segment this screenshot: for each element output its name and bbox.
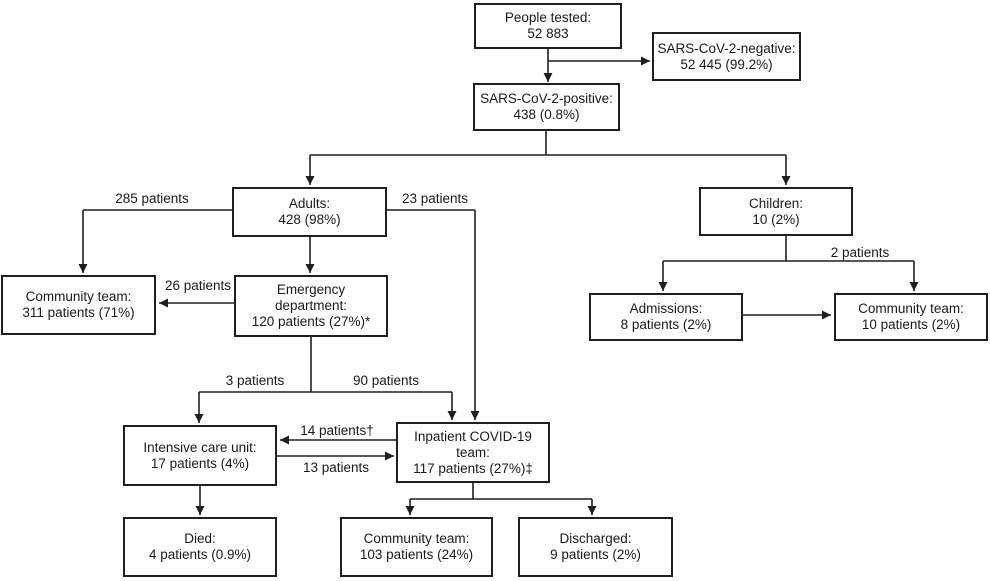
- node-value: 52 883: [527, 26, 569, 41]
- edge-label-13-patients: 13 patients: [302, 460, 370, 475]
- node-sars-cov-2-negative: SARS-CoV-2-negative: 52 445 (99.2%): [652, 32, 801, 81]
- node-label: People tested:: [504, 10, 592, 25]
- node-label: Died:: [184, 531, 216, 546]
- node-value: 4 patients (0.9%): [148, 547, 252, 562]
- edge-label-23-patients: 23 patients: [401, 191, 469, 206]
- node-label: Admissions:: [629, 301, 703, 316]
- node-label: Discharged:: [559, 531, 632, 546]
- node-value: 52 445 (99.2%): [680, 56, 773, 72]
- node-sars-cov-2-positive: SARS-CoV-2-positive: 438 (0.8%): [473, 83, 620, 131]
- node-value: 103 patients (24%): [359, 547, 474, 562]
- node-value: 120 patients (27%)*: [251, 314, 371, 329]
- node-value: 117 patients (27%)‡: [413, 460, 533, 476]
- node-community-team-adults: Community team: 311 patients (71%): [1, 275, 156, 335]
- node-people-tested: People tested: 52 883: [474, 3, 622, 49]
- connector-lines: [83, 131, 914, 500]
- edge-label-3-patients: 3 patients: [225, 373, 285, 388]
- node-label: Community team:: [25, 289, 132, 304]
- node-value: 8 patients (2%): [620, 317, 712, 332]
- edge-label-285-patients: 285 patients: [115, 191, 189, 206]
- node-label: SARS-CoV-2-negative:: [657, 40, 796, 56]
- node-died: Died: 4 patients (0.9%): [123, 517, 277, 577]
- node-label: Inpatient COVID-19: [414, 428, 532, 444]
- edge-label-2-patients: 2 patients: [830, 245, 890, 260]
- node-children: Children: 10 (2%): [699, 187, 853, 236]
- node-adults: Adults: 428 (98%): [232, 187, 387, 237]
- node-label: team:: [456, 444, 490, 460]
- node-admissions: Admissions: 8 patients (2%): [589, 293, 743, 341]
- node-label: Community team:: [858, 301, 964, 316]
- node-value: 10 (2%): [752, 211, 800, 227]
- node-community-team-children: Community team: 10 patients (2%): [834, 293, 988, 341]
- node-label: Intensive care unit:: [143, 439, 257, 455]
- edge-label-14-patients: 14 patients†: [300, 423, 374, 438]
- edge-label-26-patients: 26 patients: [164, 278, 232, 293]
- node-emergency-department: Emergency department: 120 patients (27%)…: [234, 275, 388, 337]
- node-value: 428 (98%): [278, 212, 341, 227]
- node-label: department:: [274, 298, 348, 313]
- node-intensive-care-unit: Intensive care unit: 17 patients (4%): [123, 425, 277, 486]
- node-value: 438 (0.8%): [513, 107, 580, 122]
- node-community-team-inpatient: Community team: 103 patients (24%): [340, 517, 493, 577]
- node-value: 311 patients (71%): [22, 305, 135, 320]
- node-discharged: Discharged: 9 patients (2%): [518, 517, 673, 577]
- edge-label-90-patients: 90 patients: [352, 373, 420, 388]
- node-value: 10 patients (2%): [861, 317, 961, 332]
- node-label: SARS-CoV-2-positive:: [480, 91, 613, 106]
- node-label: Emergency: [276, 282, 346, 297]
- node-label: Community team:: [363, 531, 470, 546]
- node-value: 17 patients (4%): [150, 455, 250, 471]
- node-label: Children:: [748, 195, 804, 211]
- node-label: Adults:: [288, 196, 331, 211]
- node-value: 9 patients (2%): [550, 547, 641, 562]
- node-inpatient-covid-19-team: Inpatient COVID-19 team: 117 patients (2…: [396, 422, 550, 483]
